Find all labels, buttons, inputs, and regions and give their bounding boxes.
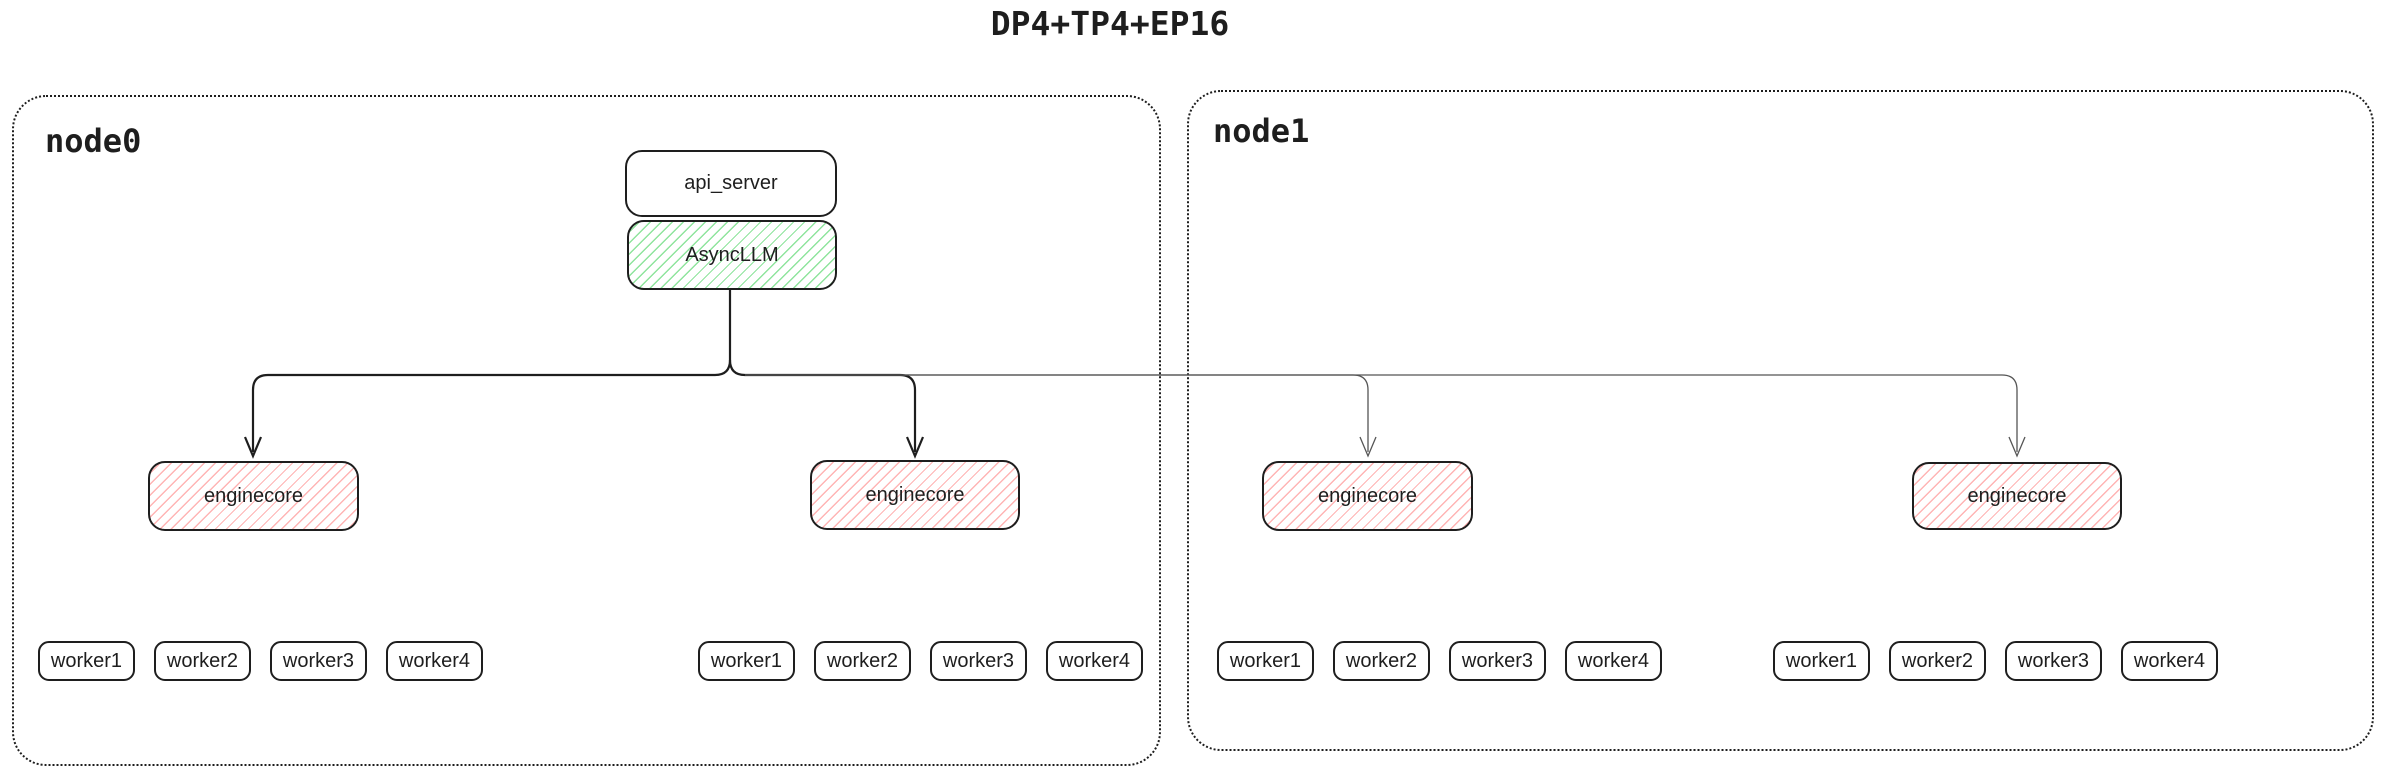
diagram-title: DP4+TP4+EP16: [990, 4, 1230, 43]
enginecore4-box: enginecore: [1912, 462, 2122, 530]
worker-box: worker2: [154, 641, 251, 681]
worker-box: worker1: [1773, 641, 1870, 681]
node0-worker-group2: worker1 worker2 worker3 worker4: [698, 641, 1143, 681]
node0-label: node0: [45, 122, 142, 160]
node1-worker-group1: worker1 worker2 worker3 worker4: [1217, 641, 1662, 681]
enginecore1-box: enginecore: [148, 461, 359, 531]
worker-box: worker3: [270, 641, 367, 681]
worker-box: worker1: [698, 641, 795, 681]
worker-box: worker3: [2005, 641, 2102, 681]
node1-worker-group2: worker1 worker2 worker3 worker4: [1773, 641, 2218, 681]
asyncllm-box: AsyncLLM: [627, 220, 837, 290]
worker-box: worker3: [930, 641, 1027, 681]
worker-box: worker2: [814, 641, 911, 681]
worker-box: worker4: [2121, 641, 2218, 681]
worker-box: worker4: [1046, 641, 1143, 681]
worker-box: worker3: [1449, 641, 1546, 681]
enginecore2-box: enginecore: [810, 460, 1020, 530]
worker-box: worker4: [386, 641, 483, 681]
api-server-box: api_server: [625, 150, 837, 217]
worker-box: worker1: [38, 641, 135, 681]
worker-box: worker2: [1333, 641, 1430, 681]
node0-worker-group1: worker1 worker2 worker3 worker4: [38, 641, 483, 681]
worker-box: worker2: [1889, 641, 1986, 681]
worker-box: worker1: [1217, 641, 1314, 681]
worker-box: worker4: [1565, 641, 1662, 681]
node1-label: node1: [1213, 112, 1310, 150]
enginecore3-box: enginecore: [1262, 461, 1473, 531]
